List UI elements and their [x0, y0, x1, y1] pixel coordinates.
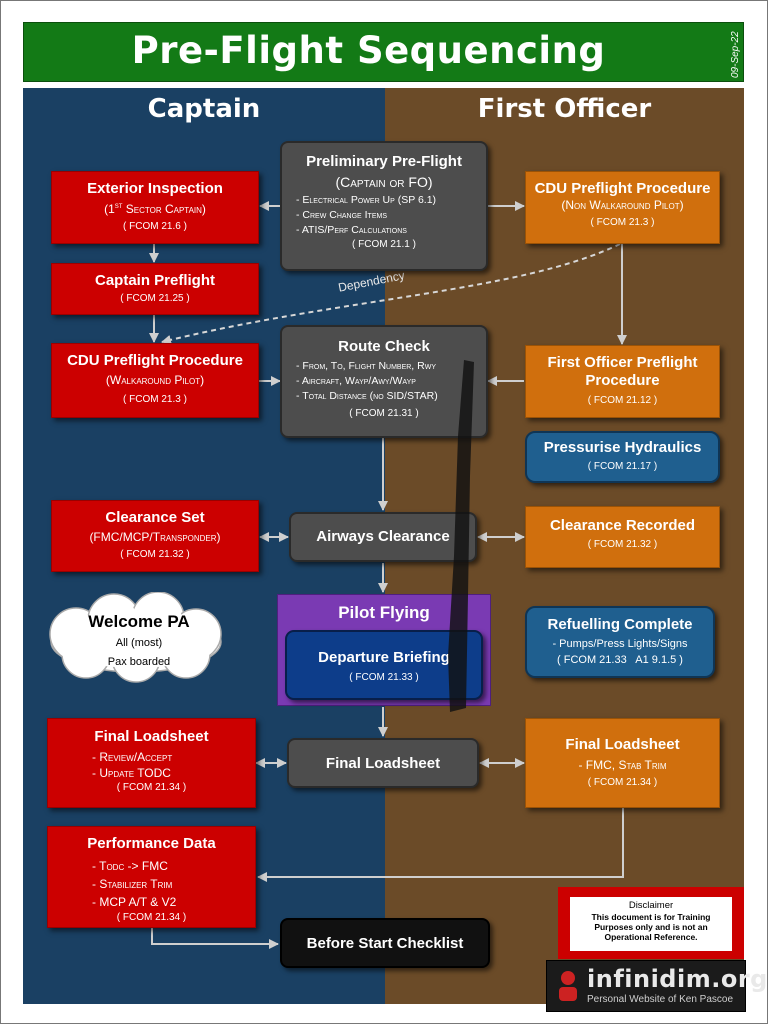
- fcom-ref: ( FCOM 21.1 ): [352, 239, 416, 250]
- disclaimer-box: Disclaimer This document is for Training…: [558, 887, 744, 959]
- list-item: - MCP A/T & V2: [92, 895, 177, 909]
- box-title: Pressurise Hydraulics: [543, 439, 702, 456]
- fcom-ref: ( FCOM 21.32 ): [587, 539, 658, 550]
- before-start-checklist-box: Before Start Checklist: [280, 918, 490, 968]
- box-subtitle: (Captain or FO): [335, 174, 433, 190]
- disclaimer-title: Disclaimer: [628, 900, 674, 911]
- first-officer-heading: First Officer: [477, 94, 652, 124]
- cloud-line: All (most): [115, 637, 163, 649]
- box-title: Final Loadsheet: [94, 728, 209, 745]
- exterior-inspection-box: Exterior Inspection (1st Sector Captain)…: [51, 171, 259, 244]
- welcome-pa-text: Welcome PA All (most) Pax boarded: [64, 612, 214, 672]
- box-item: - FMC, Stab Trim: [578, 758, 667, 772]
- preliminary-preflight-box: Preliminary Pre-Flight (Captain or FO) -…: [280, 141, 488, 271]
- pilot-flying-title: Pilot Flying: [338, 603, 430, 622]
- disclaimer-line: Operational Reference.: [604, 932, 698, 942]
- box-title: Clearance Set: [105, 509, 205, 526]
- infinidim-logo: infinidim.org Personal Website of Ken Pa…: [546, 960, 767, 1012]
- airways-clearance-box: Airways Clearance: [289, 512, 477, 562]
- cloud-title: Welcome PA: [88, 612, 190, 631]
- fcom-ref: ( FCOM 21.32 ): [120, 549, 190, 560]
- route-check-box: Route Check - From, To, Flight Number, R…: [280, 325, 488, 438]
- box-title: Exterior Inspection: [87, 180, 223, 197]
- cloud-line: Pax boarded: [107, 656, 171, 668]
- fcom-ref: ( FCOM 21.3 ): [590, 217, 655, 228]
- box-title: First Officer Preflight Procedure: [547, 354, 698, 389]
- box-title: Refuelling Complete: [547, 616, 693, 633]
- fcom-ref: ( FCOM 21.33 ): [349, 672, 419, 683]
- pressurise-hydraulics-box: Pressurise Hydraulics ( FCOM 21.17 ): [525, 431, 720, 483]
- box-subtitle: (Walkaround Pilot): [105, 373, 205, 387]
- page-title: Pre-Flight Sequencing: [131, 29, 606, 72]
- box-title: Final Loadsheet: [325, 755, 441, 772]
- welcome-pa-cloud: [49, 592, 222, 683]
- fcom-ref: ( FCOM 21.34 ): [116, 912, 187, 923]
- disclaimer-text: Disclaimer This document is for Training…: [570, 897, 732, 951]
- fcom-ref: ( FCOM 21.33 A1 9.1.5 ): [557, 654, 683, 666]
- disclaimer-line: This document is for Training: [591, 912, 711, 922]
- cdu-preflight-non-walkaround-box: CDU Preflight Procedure (Non Walkaround …: [525, 171, 720, 244]
- fcom-ref: ( FCOM 21.25 ): [120, 293, 190, 304]
- fcom-ref: ( FCOM 21.34 ): [116, 782, 187, 793]
- list-item: - Crew Change Items: [296, 209, 387, 221]
- fcom-ref: ( FCOM 21.31 ): [349, 408, 419, 419]
- box-title: Captain Preflight: [94, 272, 215, 289]
- box-title: Before Start Checklist: [306, 935, 464, 952]
- fcom-ref: ( FCOM 21.12 ): [587, 395, 658, 406]
- list-item: - Electrical Power Up (SP 6.1): [296, 194, 437, 206]
- logo-tagline: Personal Website of Ken Pascoe: [587, 994, 734, 1005]
- box-item: - Pumps/Press Lights/Signs: [552, 638, 688, 650]
- first-officer-preflight-box: First Officer Preflight Procedure ( FCOM…: [525, 345, 720, 418]
- box-title: Departure Briefing: [318, 649, 450, 666]
- logo-name: infinidim.org: [587, 965, 768, 993]
- performance-data-box: Performance Data - Todc -> FMC - Stabili…: [47, 826, 256, 928]
- list-item: - Aircraft, Wayp/Awy/Wayp: [296, 375, 416, 387]
- fcom-ref: ( FCOM 21.34 ): [587, 777, 658, 788]
- box-title: Final Loadsheet: [565, 736, 680, 753]
- box-title: CDU Preflight Procedure: [534, 180, 711, 197]
- list-item: - Stabilizer Trim: [92, 877, 173, 891]
- box-title: Route Check: [338, 338, 430, 355]
- list-item: - Total Distance (no SID/STAR): [296, 390, 438, 402]
- fcom-ref: ( FCOM 21.17 ): [587, 461, 658, 472]
- box-title: CDU Preflight Procedure: [67, 352, 243, 369]
- disclaimer-line: Purposes only and is not an: [594, 922, 708, 932]
- box-title: Airways Clearance: [316, 528, 450, 545]
- box-title: Clearance Recorded: [549, 517, 696, 534]
- box-title: Performance Data: [87, 835, 216, 852]
- list-item: - ATIS/Perf Calculations: [296, 224, 407, 236]
- box-subtitle: (1st Sector Captain): [104, 201, 206, 216]
- dependency-line: [161, 243, 621, 345]
- box-list: - Review/Accept - Update TODC: [48, 749, 255, 781]
- clearance-recorded-box: Clearance Recorded ( FCOM 21.32 ): [525, 506, 720, 568]
- box-title: Preliminary Pre-Flight: [306, 153, 462, 170]
- refuelling-complete-box: Refuelling Complete - Pumps/Press Lights…: [525, 606, 715, 678]
- clearance-set-box: Clearance Set (FMC/MCP/Transponder) ( FC…: [51, 500, 259, 572]
- final-loadsheet-fo-box: Final Loadsheet - FMC, Stab Trim ( FCOM …: [525, 718, 720, 808]
- captain-preflight-box: Captain Preflight ( FCOM 21.25 ): [51, 263, 259, 315]
- box-subtitle: (Non Walkaround Pilot): [561, 198, 684, 212]
- box-list: - Todc -> FMC - Stabilizer Trim - MCP A/…: [48, 857, 255, 911]
- final-loadsheet-captain-box: Final Loadsheet - Review/Accept - Update…: [47, 718, 256, 808]
- box-list: - Electrical Power Up (SP 6.1) - Crew Ch…: [282, 193, 486, 238]
- captain-heading: Captain: [147, 94, 261, 124]
- arrow-fo-loadsheet-to-performance: [257, 808, 624, 882]
- title-banner: Pre-Flight Sequencing 09-Sep-22: [23, 22, 744, 82]
- person-icon: [559, 971, 577, 1001]
- list-item: - From, To, Flight Number, Rwy: [296, 360, 436, 372]
- marker-smear: [448, 360, 474, 712]
- list-item: - Review/Accept: [92, 750, 173, 764]
- cdu-preflight-walkaround-box: CDU Preflight Procedure (Walkaround Pilo…: [51, 343, 259, 418]
- final-loadsheet-box: Final Loadsheet: [287, 738, 479, 788]
- list-item: - Update TODC: [92, 766, 171, 780]
- fcom-ref: ( FCOM 21.6 ): [123, 221, 187, 232]
- arrow-performance-to-before-start: [151, 928, 279, 949]
- box-list: - From, To, Flight Number, Rwy - Aircraf…: [282, 359, 486, 404]
- fcom-ref: ( FCOM 21.3 ): [123, 394, 187, 405]
- list-item: - Todc -> FMC: [92, 859, 168, 873]
- box-subtitle: (FMC/MCP/Transponder): [89, 530, 221, 544]
